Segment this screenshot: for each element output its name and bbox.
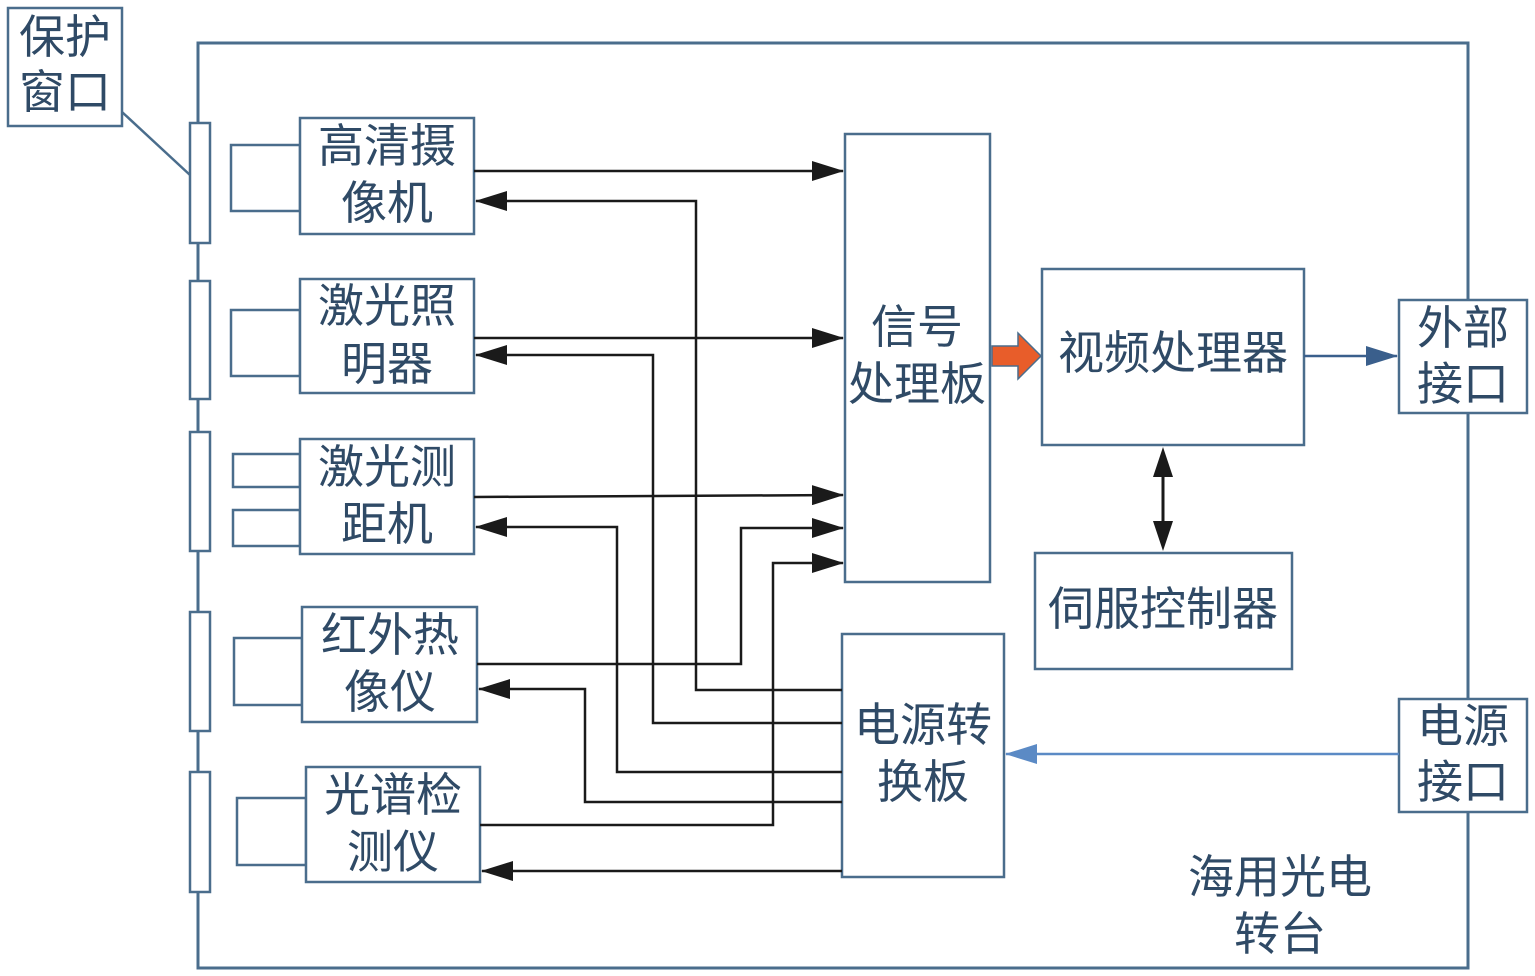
- signal-board-box: [843, 132, 992, 584]
- protect-window-label-line1: 保护: [19, 10, 111, 64]
- protect-window-strip-1: [188, 121, 212, 245]
- laser-illuminator-label-line2: 明器: [341, 337, 433, 391]
- signal-line-ir-imager: [477, 518, 844, 666]
- laser-illuminator-lens: [229, 308, 302, 378]
- laser-rangefinder-box: [298, 437, 476, 556]
- video-processor-box: [1040, 267, 1306, 447]
- ir-imager-lens: [232, 636, 304, 707]
- laser-illuminator-box: [298, 277, 476, 395]
- video-data-arrow: [991, 331, 1043, 381]
- spectral-detector-label-line2: 测仪: [347, 825, 439, 879]
- protect-window-leader: [121, 111, 191, 176]
- servo-link-arrow-down: [1153, 521, 1173, 551]
- power-interface-label-line2: 接口: [1417, 755, 1509, 809]
- power-interface-label-line1: 电源: [1417, 699, 1509, 753]
- video-processor-label: 视频处理器: [1058, 326, 1288, 380]
- spectral-detector-lens: [235, 796, 308, 867]
- ir-imager-box: [300, 605, 479, 724]
- protect-window-label-box: [6, 6, 124, 128]
- ir-imager-label-line1: 红外热: [321, 608, 459, 662]
- protect-window-strip-5: [188, 770, 212, 894]
- power-board-box: [840, 632, 1006, 879]
- protect-window-strip-3: [188, 430, 212, 553]
- hd-camera-lens: [229, 143, 302, 213]
- ir-imager-label-line2: 像仪: [344, 665, 436, 719]
- signal-board-label-line2: 处理板: [848, 357, 986, 411]
- laser-illuminator-label-line1: 激光照: [318, 279, 456, 333]
- protect-window-strip-4: [188, 610, 212, 733]
- turret-label-line2: 转台: [1234, 907, 1326, 961]
- laser-rangefinder-lens-lower: [231, 508, 302, 548]
- external-interface-label-line2: 接口: [1417, 357, 1509, 411]
- power-line-laser-illuminator: [475, 345, 842, 725]
- turret-label-line1: 海用光电: [1188, 850, 1372, 904]
- power-board-label-line1: 电源转: [854, 698, 992, 752]
- hd-camera-box: [298, 116, 476, 236]
- external-interface-box: [1397, 298, 1529, 415]
- spectral-detector-box: [304, 765, 482, 884]
- signal-board-label-line1: 信号: [871, 300, 963, 354]
- protect-window-strip-2: [188, 279, 212, 401]
- signal-line-laser-rangefinder: [473, 485, 844, 506]
- power-board-label-line2: 换板: [877, 755, 969, 809]
- servo-controller-label: 伺服控制器: [1048, 582, 1278, 636]
- power-line-ir-imager: [478, 679, 842, 804]
- power-interface-box: [1397, 697, 1529, 814]
- laser-rangefinder-label-line1: 激光测: [318, 440, 456, 494]
- laser-rangefinder-label-line2: 距机: [341, 497, 433, 551]
- hd-camera-label-line1: 高清摄: [318, 119, 456, 173]
- power-line-hd-camera: [475, 191, 842, 692]
- servo-link-arrow-up: [1153, 447, 1173, 477]
- power-line-laser-rangefinder: [475, 517, 842, 774]
- external-interface-label-line1: 外部: [1417, 301, 1509, 355]
- hd-camera-label-line2: 像机: [341, 176, 433, 230]
- spectral-detector-label-line1: 光谱检: [324, 768, 462, 822]
- protect-window-label-line2: 窗口: [19, 65, 111, 119]
- servo-controller-box: [1033, 551, 1294, 671]
- laser-rangefinder-lens-upper: [231, 452, 302, 489]
- signal-line-spectral-detector: [480, 553, 844, 827]
